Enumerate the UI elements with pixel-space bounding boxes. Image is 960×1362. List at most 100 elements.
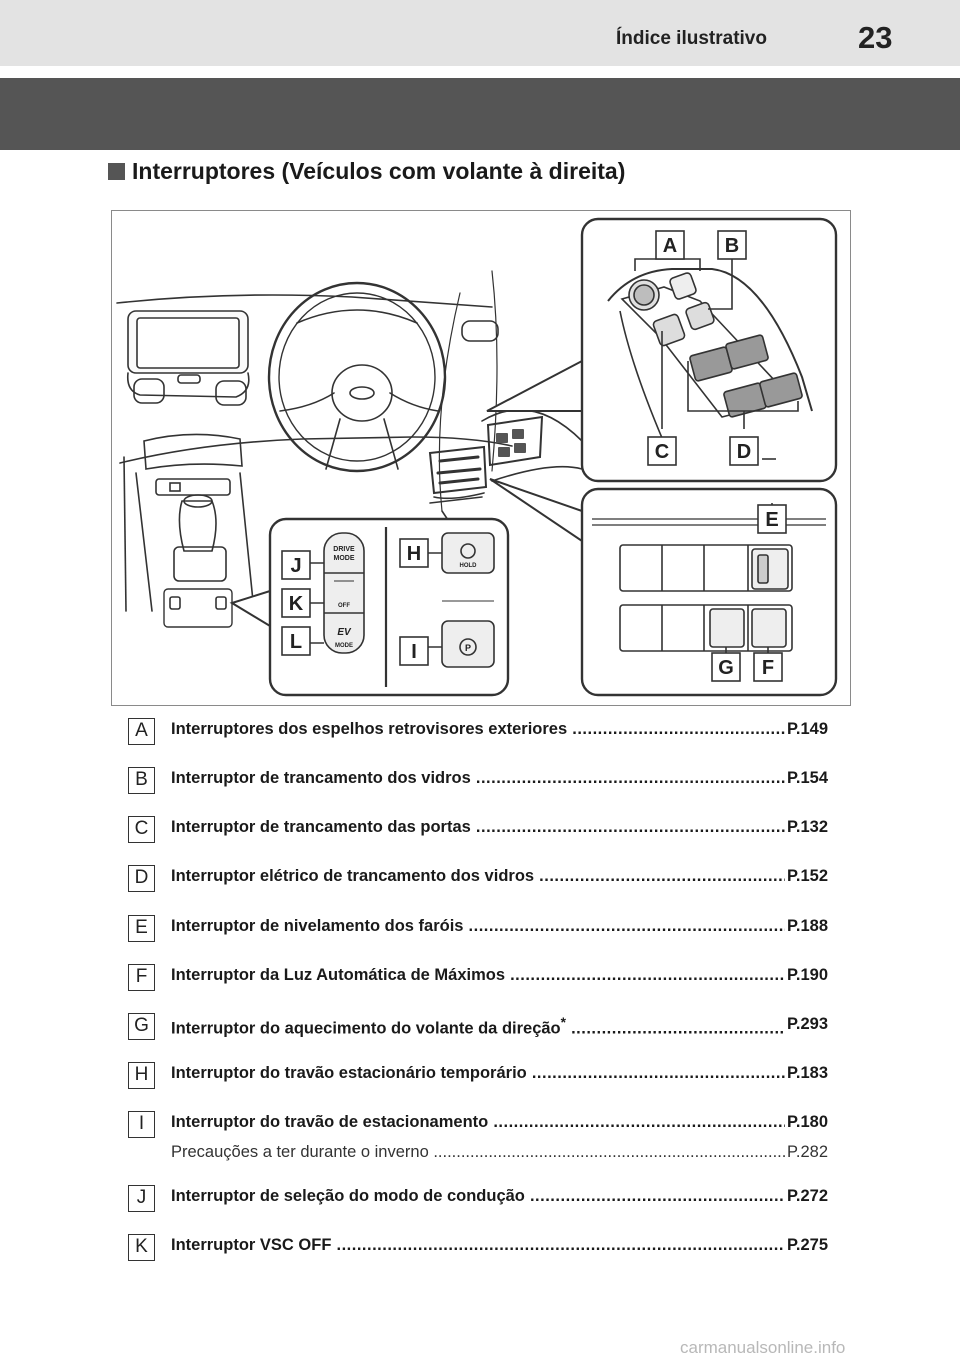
legend-label: Interruptor VSC OFF [171,1236,332,1254]
legend-page-ref[interactable]: P.183 [785,1064,828,1083]
legend-page-ref[interactable]: P.190 [785,966,828,985]
legend-letter: K [128,1234,155,1261]
square-bullet-icon [108,163,125,180]
legend-item: I Interruptor do travão de estacionament… [128,1109,828,1169]
legend-letter: E [128,915,155,942]
legend-letter: C [128,816,155,843]
legend-letter: G [128,1013,155,1040]
chapter-band [0,78,960,150]
callout-b: B [725,235,739,257]
legend-page-ref[interactable]: P.149 [785,720,828,739]
leader-dots: ........................................… [571,1019,828,1038]
legend-page-ref[interactable]: P.132 [785,818,828,837]
section-heading: Interruptores (Veículos com volante à di… [108,158,625,185]
vsc-off-label: OFF [338,603,350,609]
legend-page-ref[interactable]: P.275 [785,1236,828,1255]
legend-label-line: Interruptores dos espelhos retrovisores … [171,720,828,739]
legend-label: Interruptor de trancamento das portas [171,818,471,836]
leader-dots: ........................................… [510,966,828,984]
legend-sub-line: Precauções a ter durante o inverno .....… [171,1143,828,1165]
legend-label: Interruptor de nivelamento dos faróis [171,917,464,935]
legend-label-line: Interruptor do aquecimento do volante da… [171,1015,828,1039]
callout-j: J [290,555,301,577]
callout-g: G [718,657,734,679]
legend-label: Interruptor do aquecimento do volante da… [171,1019,561,1038]
ev-label: EV [337,627,352,638]
legend-label-line: Interruptor VSC OFF ....................… [171,1236,828,1255]
legend-page-ref[interactable]: P.154 [785,769,828,788]
legend-label-line: Interruptor de trancamento das portas ..… [171,818,828,837]
legend-page-ref[interactable]: P.188 [785,917,828,936]
legend-letter: D [128,865,155,892]
callout-a: A [663,235,677,257]
leader-dots: ........................................… [475,769,828,787]
legend-label-line: Interruptor de seleção do modo de conduç… [171,1187,828,1206]
legend-sub-label: Precauções a ter durante o inverno [171,1143,429,1161]
legend-label-line: Interruptor da Luz Automática de Máximos… [171,966,828,985]
legend-label: Interruptor do travão de estacionamento [171,1113,489,1131]
watermark: carmanualsonline.info [680,1338,846,1357]
legend-item: F Interruptor da Luz Automática de Máxim… [128,962,828,992]
ev-mode-label: MODE [335,643,353,649]
legend-label: Interruptor elétrico de trancamento dos … [171,867,535,885]
callout-l: L [290,631,302,653]
legend-label: Interruptor de trancamento dos vidros [171,769,471,787]
callout-d: D [737,441,751,463]
leader-dots: ........................................… [572,720,828,738]
page-header [0,0,960,66]
callout-h: H [407,543,421,565]
callout-f: F [762,657,774,679]
legend-item: G Interruptor do aquecimento do volante … [128,1011,828,1041]
legend-label-line: Interruptor de nivelamento dos faróis ..… [171,917,828,936]
legend-label: Interruptores dos espelhos retrovisores … [171,720,568,738]
running-header-title: Índice ilustrativo [616,28,767,49]
hold-label: HOLD [460,563,478,569]
legend-item: D Interruptor elétrico de trancamento do… [128,863,828,893]
callout-i: I [411,641,417,663]
legend-label-line: Interruptor elétrico de trancamento dos … [171,867,828,886]
legend-label: Interruptor da Luz Automática de Máximos [171,966,506,984]
legend-item: K Interruptor VSC OFF ..................… [128,1232,828,1262]
legend-letter: F [128,964,155,991]
callout-e: E [765,509,778,531]
leader-dots: ........................................… [433,1143,828,1161]
leader-dots: ........................................… [475,818,828,836]
legend-item: C Interruptor de trancamento das portas … [128,814,828,844]
footnote-marker: * [560,1015,566,1030]
leader-dots: ........................................… [493,1113,828,1131]
leader-dots: ........................................… [468,917,828,935]
legend-label: Interruptor do travão estacionário tempo… [171,1064,527,1082]
leader-dots: ........................................… [531,1064,828,1082]
legend-item: E Interruptor de nivelamento dos faróis … [128,913,828,943]
drive-mode-label-1: DRIVE [333,546,355,553]
legend-label-line: Interruptor do travão estacionário tempo… [171,1064,828,1083]
legend-item: B Interruptor de trancamento dos vidros … [128,765,828,795]
legend-item: H Interruptor do travão estacionário tem… [128,1060,828,1090]
legend-label: Interruptor de seleção do modo de conduç… [171,1187,525,1205]
legend-label-line: Interruptor de trancamento dos vidros ..… [171,769,828,788]
callout-c: C [655,441,669,463]
legend-letter: J [128,1185,155,1212]
legend-item: J Interruptor de seleção do modo de cond… [128,1183,828,1213]
parking-p-label: P [465,643,471,653]
page-number: 23 [858,20,893,55]
legend-page-ref[interactable]: P.180 [785,1113,828,1132]
legend-page-ref[interactable]: P.152 [785,867,828,886]
legend-page-ref[interactable]: P.272 [785,1187,828,1206]
callout-k: K [289,593,304,615]
leader-dots: ........................................… [539,867,828,885]
section-heading-text: Interruptores (Veículos com volante à di… [132,158,626,184]
legend-sub-page-ref[interactable]: P.282 [785,1143,828,1162]
leader-dots: ........................................… [331,1236,829,1254]
legend-letter: A [128,718,155,745]
legend-letter: H [128,1062,155,1089]
legend-item: A Interruptores dos espelhos retrovisore… [128,716,828,746]
legend-page-ref[interactable]: P.293 [785,1015,828,1034]
legend-letter: I [128,1111,155,1138]
dashboard-drawing: DRIVE MODE OFF EV MODE HOLD P A B C D E … [116,217,838,697]
legend-label-line: Interruptor do travão de estacionamento … [171,1113,828,1132]
legend-letter: B [128,767,155,794]
drive-mode-label-2: MODE [334,555,355,562]
switches-illustration: DRIVE MODE OFF EV MODE HOLD P A B C D E … [111,210,851,706]
leader-dots: ........................................… [529,1187,828,1205]
